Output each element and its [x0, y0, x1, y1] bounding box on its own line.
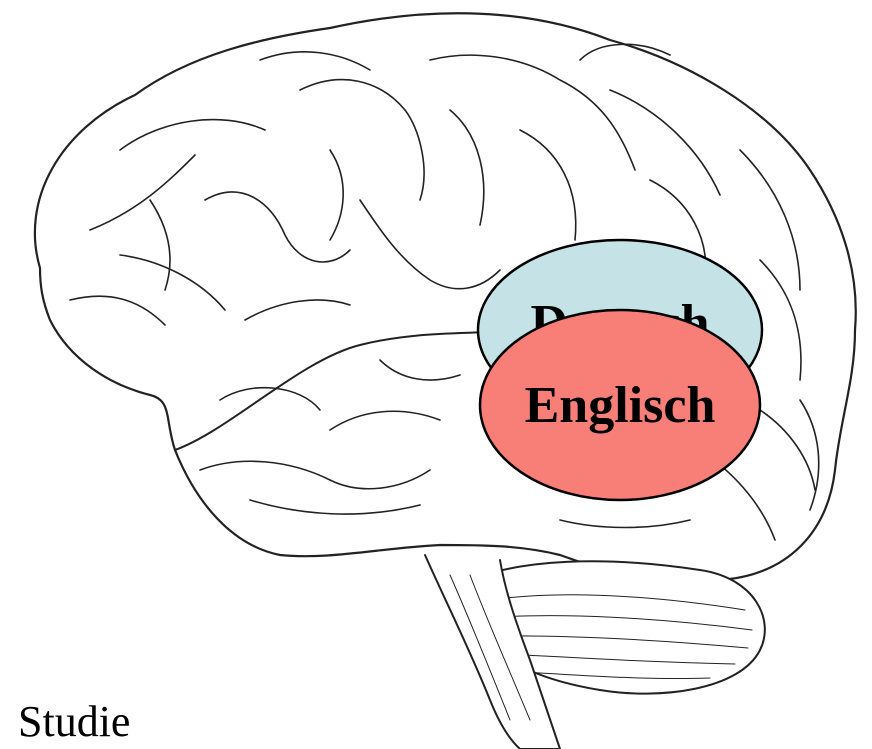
language-region-front: Englisch [480, 310, 760, 500]
caption-text: Studie [18, 700, 130, 744]
label-front: Englisch [525, 377, 716, 434]
